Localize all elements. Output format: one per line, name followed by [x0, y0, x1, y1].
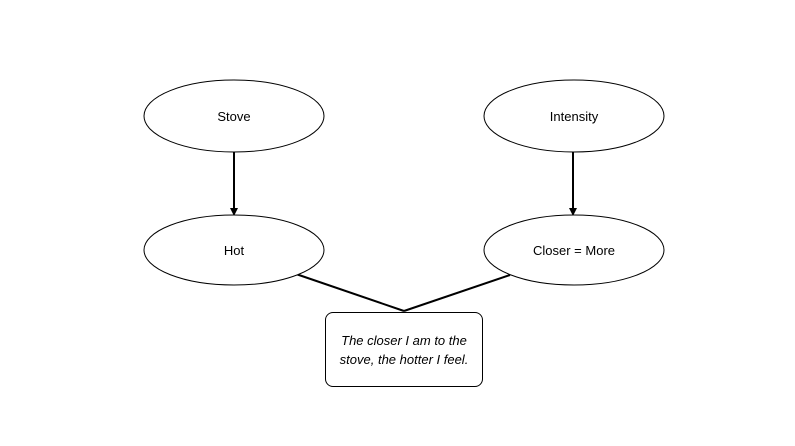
- node-stove: Stove: [143, 79, 325, 153]
- node-intensity-label: Intensity: [550, 109, 599, 124]
- node-hot-shape: [143, 214, 325, 286]
- node-closer-more-label: Closer = More: [533, 243, 615, 258]
- connector-hot-to-conclusion: [295, 273, 405, 312]
- node-intensity: Intensity: [483, 79, 665, 153]
- conclusion-box: The closer I am to the stove, the hotter…: [325, 312, 483, 387]
- node-hot: Hot: [143, 214, 325, 286]
- conclusion-text: The closer I am to the stove, the hotter…: [339, 332, 469, 367]
- node-intensity-shape: [483, 79, 665, 153]
- node-stove-shape: [143, 79, 325, 153]
- node-closer-more-shape: [483, 214, 665, 286]
- node-hot-label: Hot: [224, 243, 245, 258]
- connector-closer-to-conclusion: [403, 274, 511, 312]
- node-closer-more: Closer = More: [483, 214, 665, 286]
- node-stove-label: Stove: [217, 109, 250, 124]
